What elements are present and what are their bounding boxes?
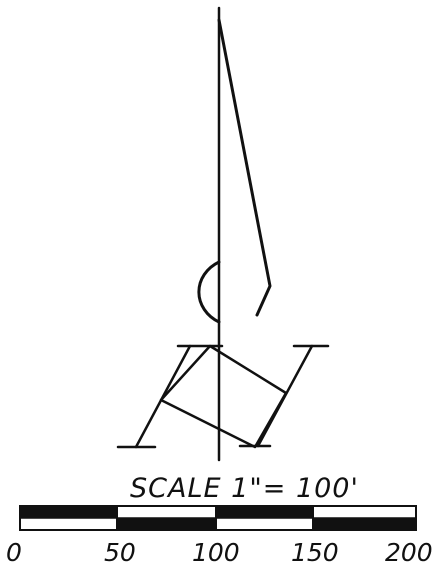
building-rectangle [159, 344, 288, 449]
scale-segment-bottom-4 [313, 518, 416, 530]
building-left-wing [134, 344, 192, 449]
scale-tick-label-0: 0 [6, 538, 22, 564]
scale-tick-label-100: 100 [192, 538, 240, 564]
scale-tick-label-200: 200 [385, 538, 433, 564]
scale-segment-top-1 [20, 506, 117, 518]
scale-tick-label-150: 150 [291, 538, 339, 564]
scale-segment-top-3 [216, 506, 313, 518]
building-right-wing [256, 344, 314, 448]
north-arrow [197, 6, 272, 462]
north-arrow-pennant [217, 18, 272, 317]
scale-tick-label-50: 50 [104, 538, 136, 564]
building-footprint [116, 344, 330, 449]
scale-segment-bottom-2 [117, 518, 216, 530]
scale-title: SCALE 1"= 100' [130, 473, 359, 504]
scale-bar [19, 505, 417, 531]
north-arrow-hook [197, 260, 221, 324]
